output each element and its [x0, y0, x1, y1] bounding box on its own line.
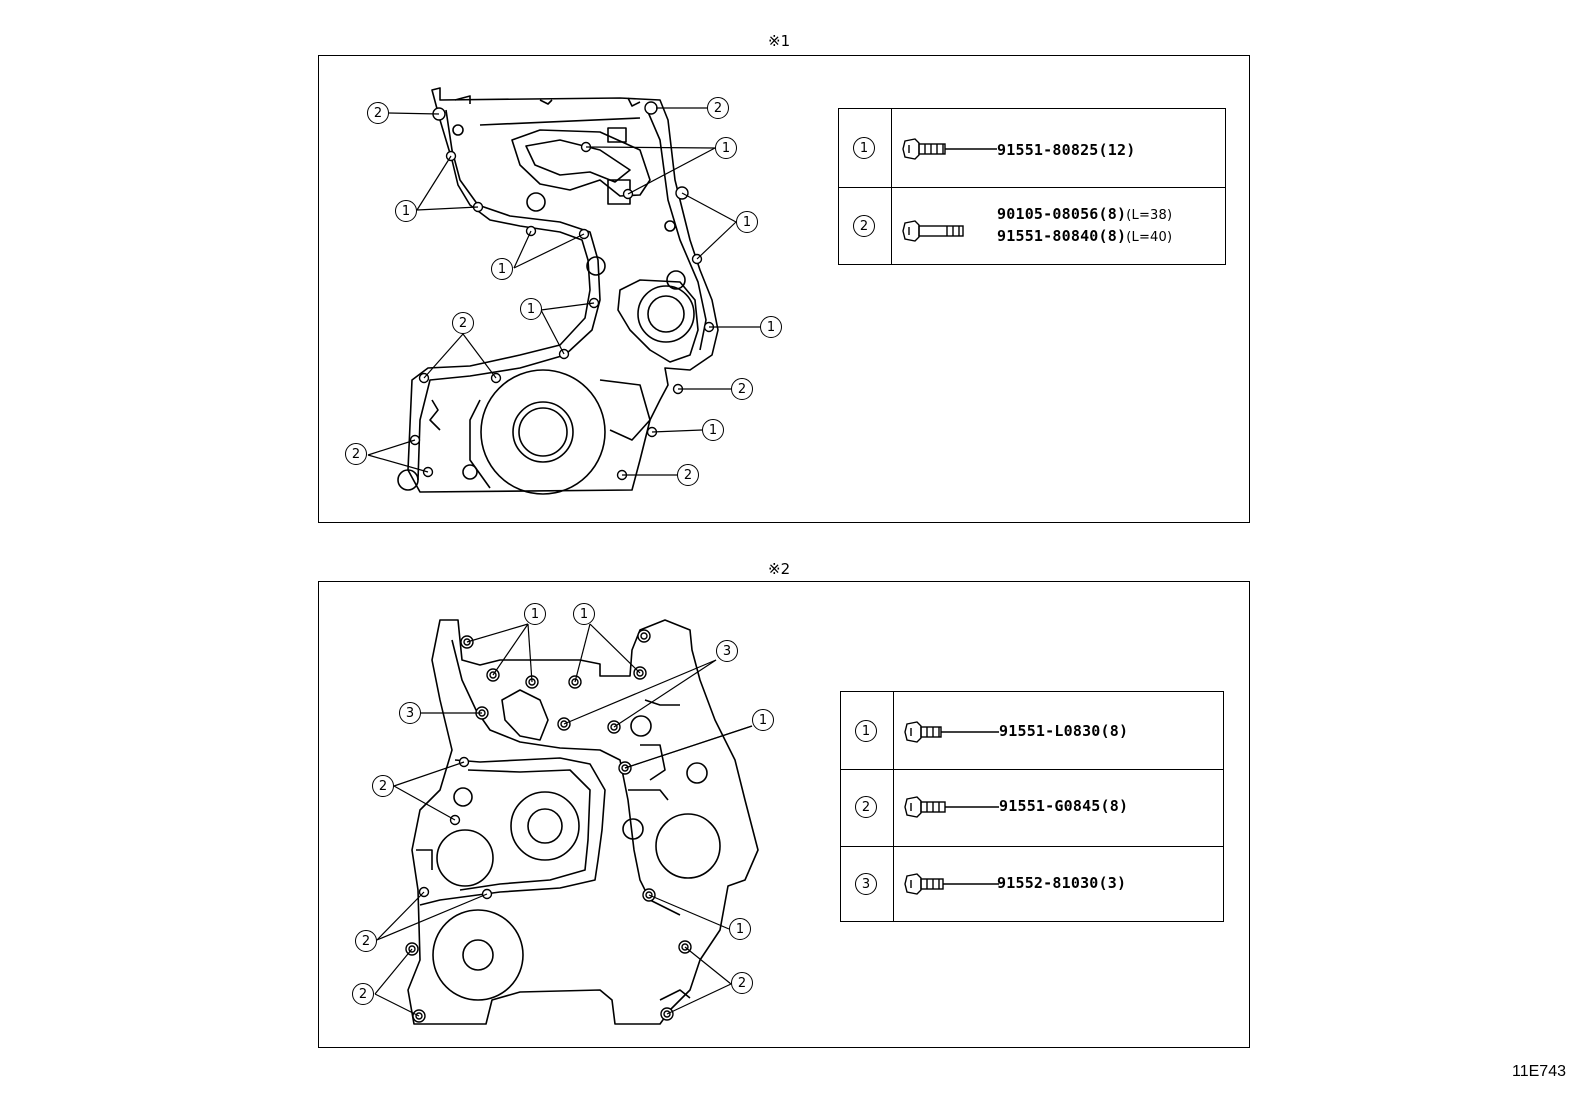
- callout-7: 1: [520, 298, 542, 320]
- callout-p2-8: 1: [729, 918, 751, 940]
- callout-3: 1: [395, 200, 417, 222]
- bolt-icon: [902, 138, 997, 160]
- bolt-row: 2 90105-08056(8)(L=38) 91551-80840(8)(L=…: [839, 187, 1225, 264]
- callout-p2-2: 1: [573, 603, 595, 625]
- callout-4: 1: [715, 137, 737, 159]
- panel-2-title: ※2: [768, 560, 791, 578]
- bolt-row: 2 91551-G0845(8): [841, 769, 1223, 847]
- panel-1: [318, 55, 1250, 523]
- callout-12: 1: [702, 419, 724, 441]
- callout-p2-6: 2: [372, 775, 394, 797]
- bolt-num-cell: 2: [839, 187, 892, 264]
- callout-p2-3: 3: [716, 640, 738, 662]
- part-number: 91551-80825(12): [997, 141, 1136, 159]
- bolt-num-cell: 1: [841, 692, 894, 769]
- bolt-icon: [904, 873, 999, 895]
- callout-p2-1: 1: [524, 603, 546, 625]
- bolt-num-badge: 2: [855, 796, 877, 818]
- panel-1-title: ※1: [768, 32, 791, 50]
- part-number: 90105-08056(8)(L=38): [997, 205, 1173, 223]
- panel-2: [318, 581, 1250, 1048]
- callout-8: 1: [760, 316, 782, 338]
- callout-11: 2: [345, 443, 367, 465]
- bolt-num-badge: 3: [855, 873, 877, 895]
- callout-1: 2: [367, 102, 389, 124]
- part-number: 91552-81030(3): [997, 874, 1127, 892]
- callout-p2-5: 1: [752, 709, 774, 731]
- bolt-num-cell: 3: [841, 846, 894, 921]
- bolt-num-cell: 2: [841, 769, 894, 846]
- bolt-icon: [904, 796, 999, 818]
- bolt-icon: [904, 721, 999, 743]
- bolt-num-badge: 2: [853, 215, 875, 237]
- callout-p2-7: 2: [355, 930, 377, 952]
- bolt-table-1: 1 91551-80825(12) 2 90105-08056(8)(L=38)…: [838, 108, 1226, 265]
- bolt-num-badge: 1: [855, 720, 877, 742]
- bolt-row: 1 91551-80825(12): [839, 109, 1225, 188]
- figure-code: 11E743: [1512, 1063, 1566, 1080]
- callout-2: 2: [707, 97, 729, 119]
- bolt-row: 3 91552-81030(3): [841, 846, 1223, 921]
- bolt-icon: [902, 220, 964, 242]
- callout-10: 2: [731, 378, 753, 400]
- callout-6: 1: [736, 211, 758, 233]
- bolt-row: 1 91551-L0830(8): [841, 692, 1223, 770]
- callout-5: 1: [491, 258, 513, 280]
- bolt-num-cell: 1: [839, 109, 892, 187]
- callout-p2-9: 2: [352, 983, 374, 1005]
- callout-p2-10: 2: [731, 972, 753, 994]
- part-number: 91551-80840(8)(L=40): [997, 227, 1173, 245]
- part-number: 91551-G0845(8): [999, 797, 1129, 815]
- callout-13: 2: [677, 464, 699, 486]
- callout-p2-4: 3: [399, 702, 421, 724]
- bolt-num-badge: 1: [853, 137, 875, 159]
- part-number: 91551-L0830(8): [999, 722, 1129, 740]
- bolt-table-2: 1 91551-L0830(8) 2 91551-G0845(8) 3 9155…: [840, 691, 1224, 922]
- callout-9: 2: [452, 312, 474, 334]
